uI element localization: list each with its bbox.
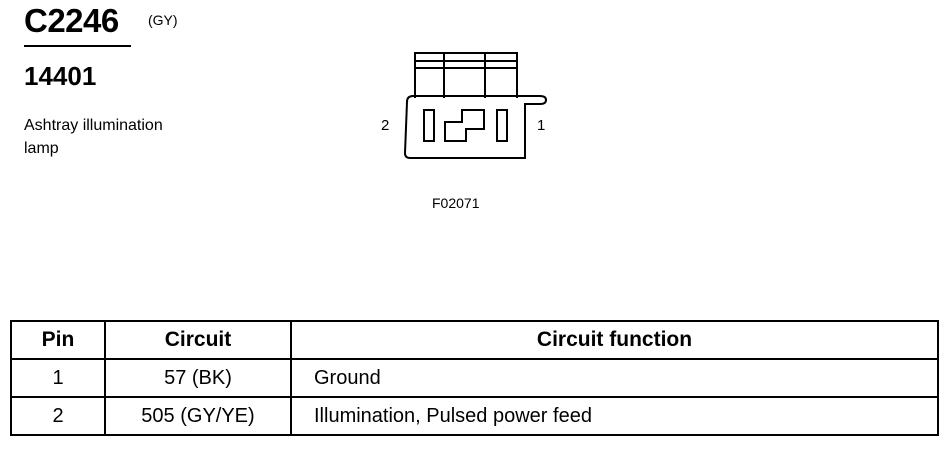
table-row: 2 505 (GY/YE) Illumination, Pulsed power… <box>10 396 939 436</box>
description-line-1: Ashtray illumination <box>24 117 163 134</box>
header-circuit: Circuit <box>104 320 292 360</box>
part-number: 14401 <box>24 61 97 91</box>
figure-code: F02071 <box>432 195 480 211</box>
cell-function: Illumination, Pulsed power feed <box>290 396 939 436</box>
color-code: (GY) <box>148 12 178 28</box>
connector-face-diagram <box>403 52 548 159</box>
keyed-cavity <box>444 109 485 142</box>
terminal-pin-1 <box>496 109 508 142</box>
connector-id-underline <box>24 45 131 47</box>
cell-pin: 2 <box>10 396 106 436</box>
cell-pin: 1 <box>10 358 106 398</box>
table-header-row: Pin Circuit Circuit function <box>10 320 939 360</box>
header-function: Circuit function <box>290 320 939 360</box>
pin-table: Pin Circuit Circuit function 1 57 (BK) G… <box>10 320 939 436</box>
pin-label-2: 2 <box>381 117 390 134</box>
terminal-pin-2 <box>423 109 435 142</box>
description-line-2: lamp <box>24 140 59 157</box>
connector-id: C2246 <box>24 2 119 39</box>
connector-tab <box>414 52 518 98</box>
component-description: Ashtray illumination lamp <box>24 114 214 160</box>
connector-body <box>403 95 548 159</box>
cell-circuit: 57 (BK) <box>104 358 292 398</box>
cell-circuit: 505 (GY/YE) <box>104 396 292 436</box>
header-pin: Pin <box>10 320 106 360</box>
cell-function: Ground <box>290 358 939 398</box>
pin-label-1: 1 <box>537 117 546 134</box>
table-row: 1 57 (BK) Ground <box>10 358 939 398</box>
